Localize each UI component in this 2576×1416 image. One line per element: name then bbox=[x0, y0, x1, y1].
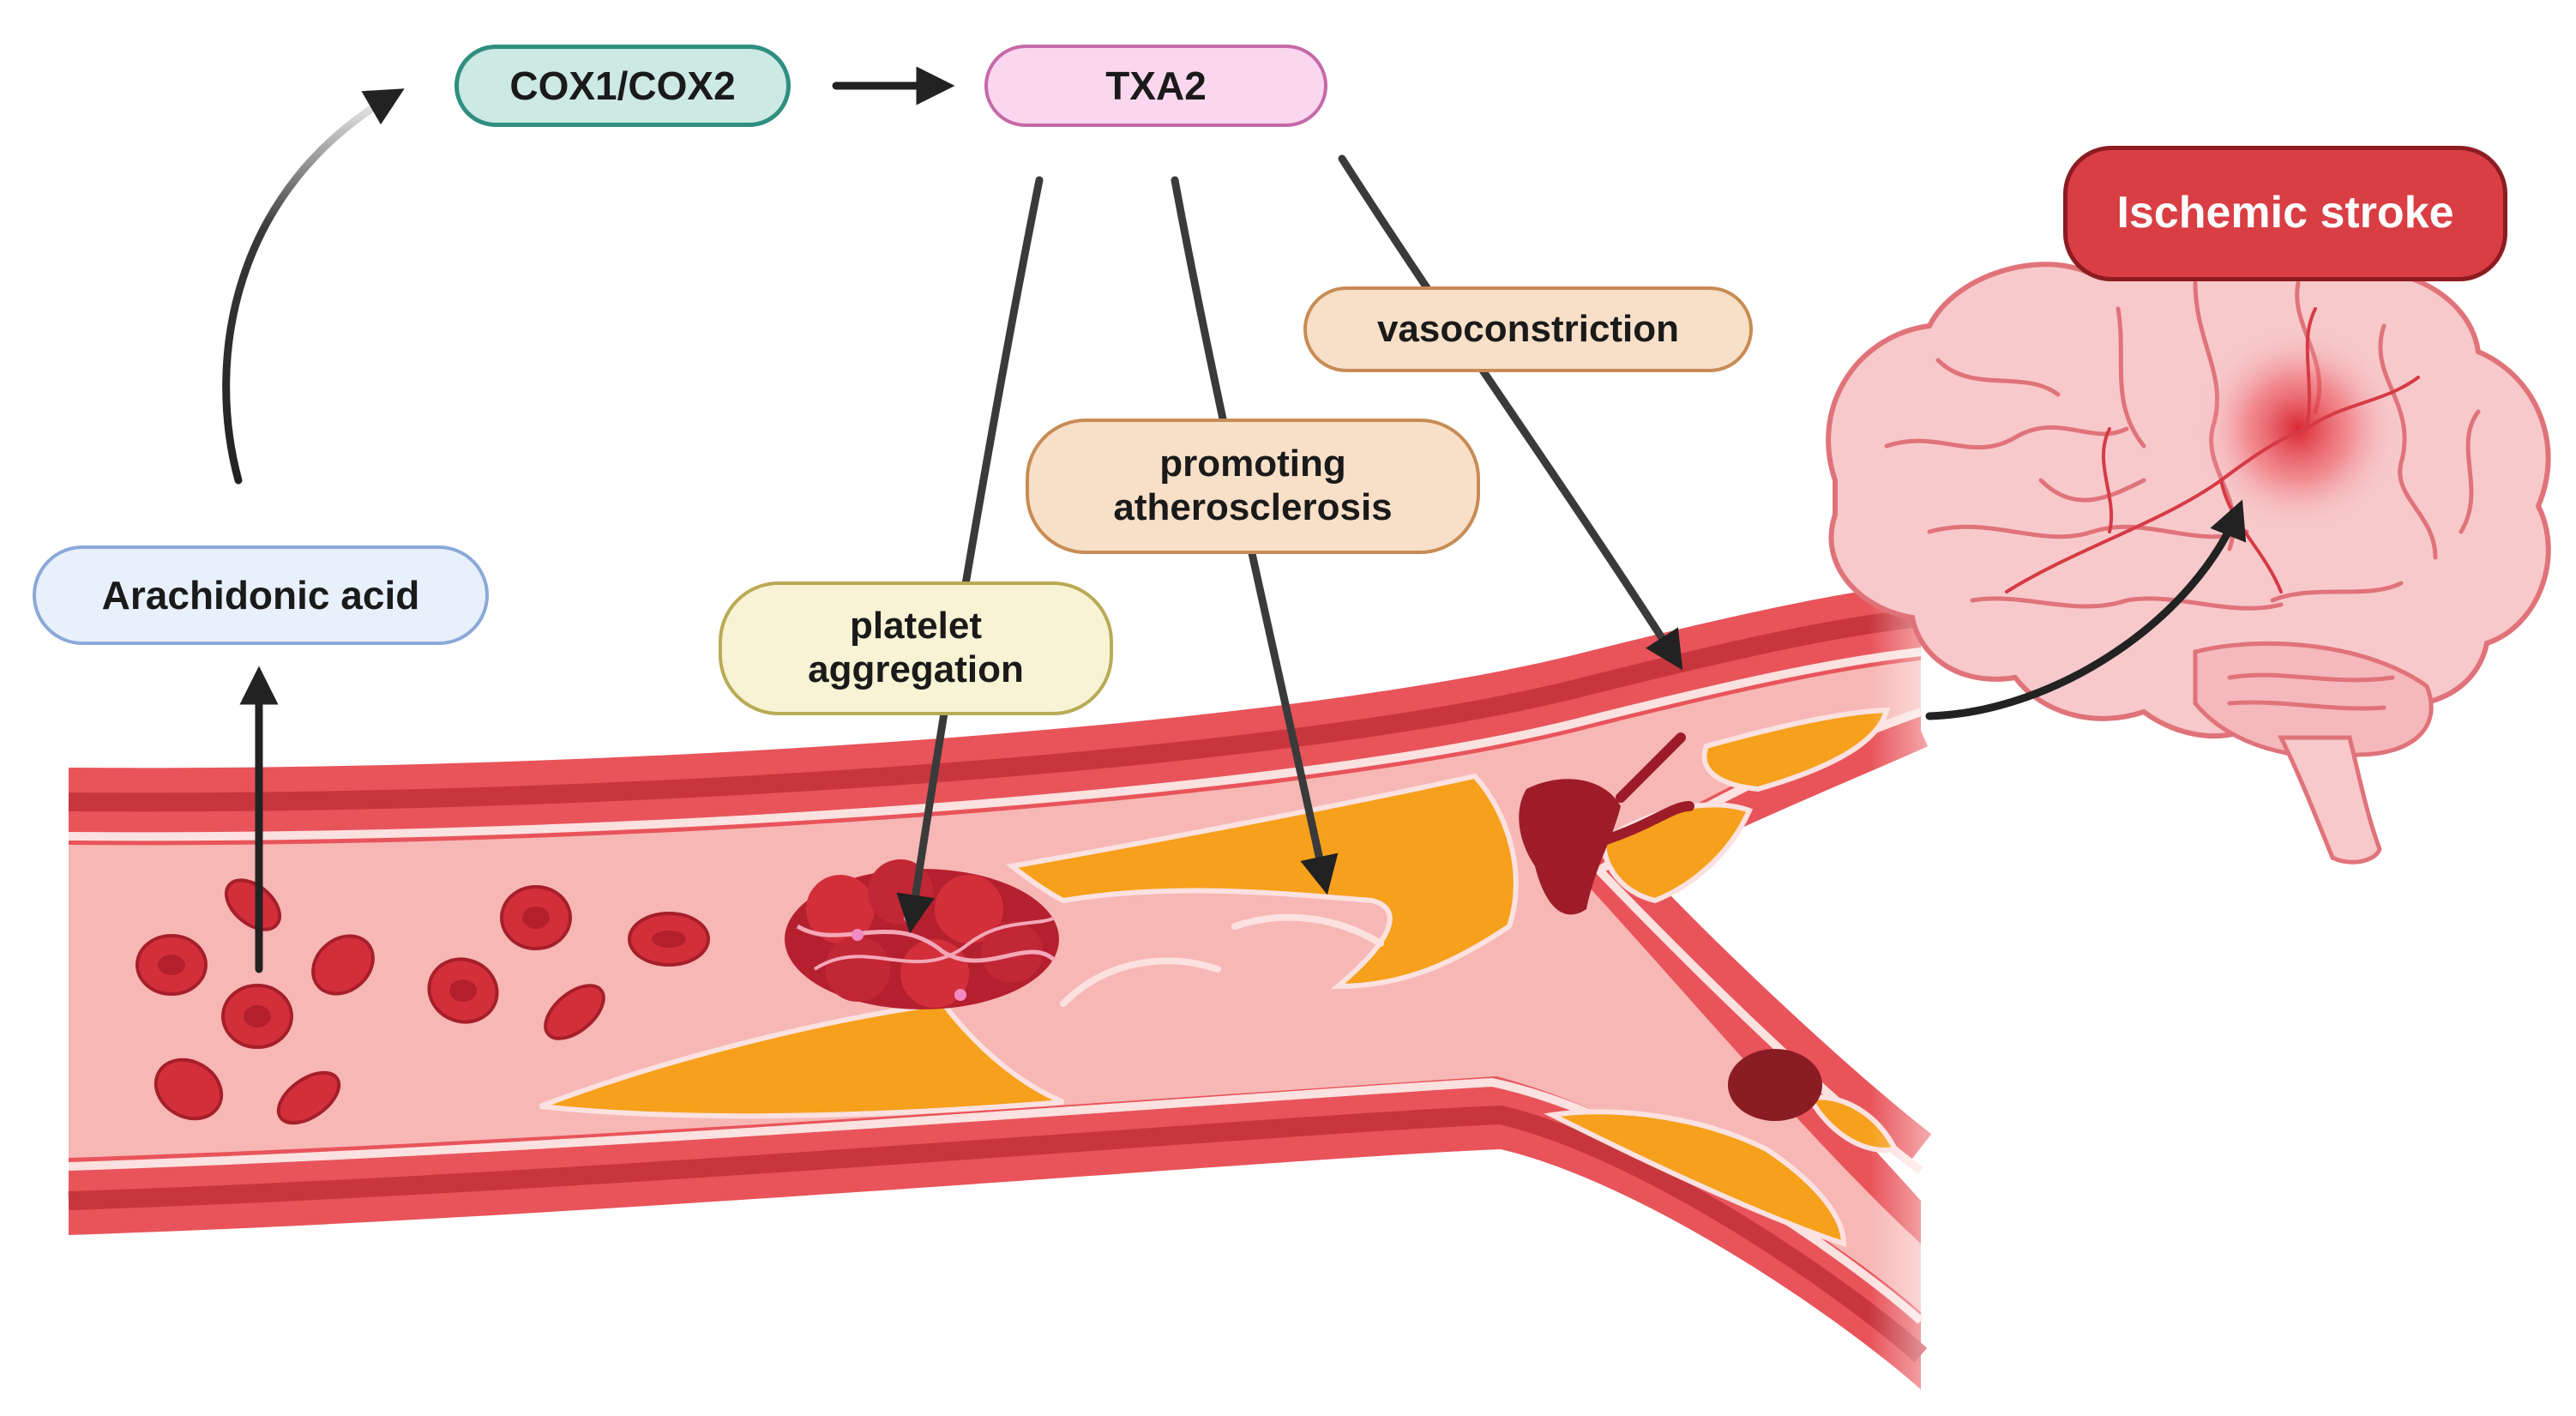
brain bbox=[1826, 239, 2551, 739]
red-blood-cell bbox=[276, 1070, 341, 1125]
plaque bbox=[1005, 773, 1519, 990]
red-blood-cell bbox=[544, 984, 605, 1040]
txa2-label: TXA2 bbox=[984, 45, 1327, 127]
ischemic-stroke-label: Ischemic stroke bbox=[2063, 146, 2507, 281]
promoting-atherosclerosis-label: promoting atherosclerosis bbox=[1026, 419, 1480, 554]
vasoconstriction-label: vasoconstriction bbox=[1303, 286, 1753, 372]
arrow-arachidonic-to-cox bbox=[222, 88, 405, 485]
red-blood-cell bbox=[225, 878, 281, 931]
arrow-vessel-to-brain bbox=[1925, 499, 2247, 720]
arachidonic-acid-label: Arachidonic acid bbox=[33, 545, 489, 645]
plaque bbox=[1544, 1109, 1847, 1248]
atherosclerotic-plaques bbox=[539, 707, 1899, 1248]
arrow-txa2-to-platelet bbox=[896, 176, 1044, 934]
plaque bbox=[1701, 707, 1890, 792]
platelet-aggregation-label: platelet aggregation bbox=[719, 581, 1113, 715]
cerebellum bbox=[2193, 641, 2434, 759]
cox1-cox2-label: COX1/COX2 bbox=[454, 45, 791, 127]
brainstem bbox=[2277, 735, 2382, 865]
red-blood-cell bbox=[153, 1057, 224, 1121]
red-blood-cell bbox=[311, 934, 375, 996]
plaque bbox=[539, 1000, 1065, 1119]
ischemic-lesion bbox=[2195, 326, 2401, 532]
ruptured-thrombus bbox=[1519, 732, 1822, 1121]
brain-illustration bbox=[1826, 239, 2551, 865]
arrow-txa2-to-vasoconstriction bbox=[1338, 154, 1683, 671]
